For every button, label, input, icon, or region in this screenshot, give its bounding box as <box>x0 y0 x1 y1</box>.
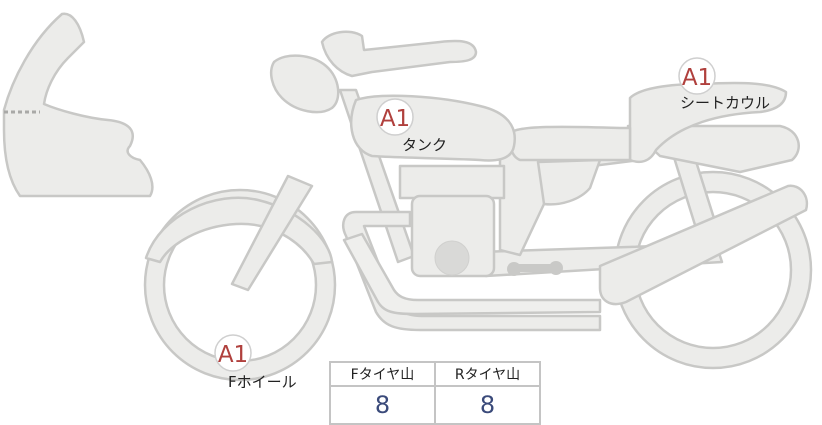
front-tread-value: 8 <box>329 385 436 425</box>
headlight[interactable] <box>270 54 340 114</box>
tire-tread-table: Fタイヤ山 Rタイヤ山 8 8 <box>329 361 541 425</box>
muffler[interactable] <box>598 184 809 306</box>
handlebar[interactable] <box>320 30 478 78</box>
front-cowl[interactable] <box>2 12 154 198</box>
part-name-front-wheel: Fホイール <box>228 373 297 391</box>
front-fork[interactable] <box>230 174 314 292</box>
foot-peg[interactable] <box>507 261 563 276</box>
grade-badge <box>678 57 716 95</box>
grade-badge <box>214 334 252 372</box>
label-front-wheel[interactable]: A1 Fホイール <box>214 334 297 391</box>
exhaust[interactable] <box>342 210 602 332</box>
part-name-tank: タンク <box>402 136 447 154</box>
grade-badge <box>376 98 414 136</box>
seat[interactable] <box>508 125 632 162</box>
grade-text: A1 <box>218 342 248 368</box>
side-cover[interactable] <box>536 158 602 206</box>
rear-tread-header: Rタイヤ山 <box>434 361 541 387</box>
front-tread-header: Fタイヤ山 <box>329 361 436 387</box>
part-name-seat-cowl: シートカウル <box>680 94 770 112</box>
label-tank[interactable]: A1 タンク <box>376 98 447 154</box>
grade-text: A1 <box>380 106 410 132</box>
label-seat-cowl[interactable]: A1 シートカウル <box>678 57 770 112</box>
engine[interactable] <box>398 164 506 278</box>
grade-text: A1 <box>682 65 712 91</box>
rear-tread-value: 8 <box>434 385 541 425</box>
